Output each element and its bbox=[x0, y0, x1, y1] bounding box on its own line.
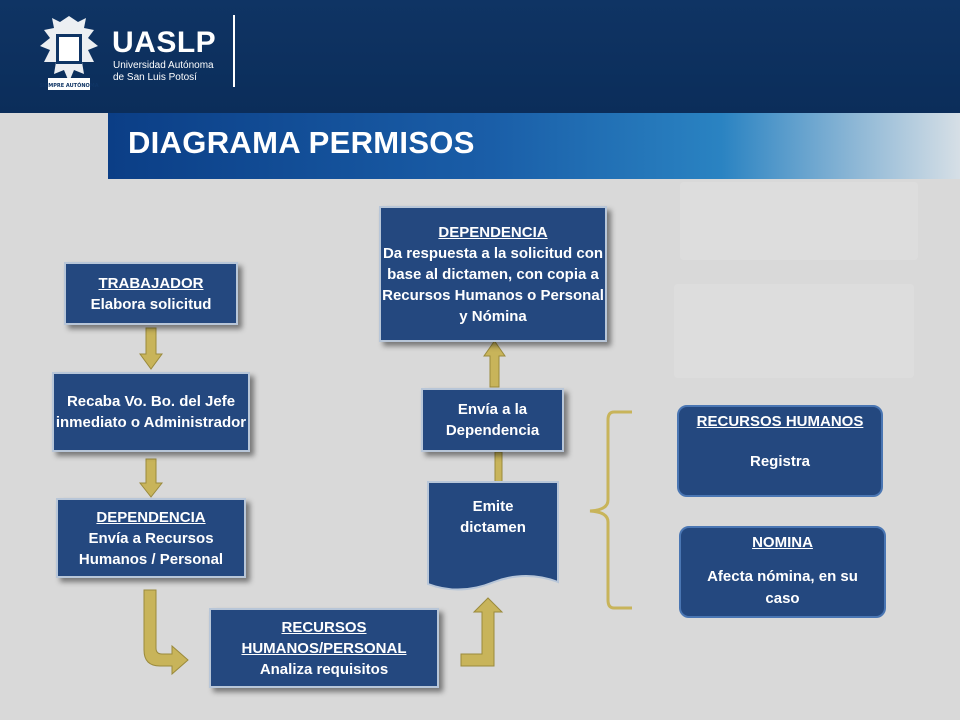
title-band: DIAGRAMA PERMISOS bbox=[108, 113, 960, 179]
node-heading: NOMINA bbox=[752, 534, 813, 551]
arrow-bent-right bbox=[460, 597, 504, 667]
decorative-panel bbox=[674, 284, 914, 378]
node-recursos-humanos-registra: RECURSOS HUMANOS Registra bbox=[677, 405, 883, 497]
node-text: Da respuesta a la solicitud con base al … bbox=[382, 244, 604, 325]
node-emite-dictamen: Emite dictamen bbox=[440, 496, 546, 538]
node-recursos-humanos-analiza: RECURSOS HUMANOS/PERSONAL Analiza requis… bbox=[209, 608, 439, 688]
node-text: Elabora solicitud bbox=[90, 295, 212, 313]
node-heading: RECURSOS HUMANOS bbox=[696, 413, 864, 430]
node-heading: DEPENDENCIA bbox=[96, 508, 206, 526]
logo-wordmark: UASLP bbox=[112, 26, 217, 59]
arrow-up-2 bbox=[483, 340, 506, 388]
node-heading: TRABAJADOR bbox=[98, 274, 204, 292]
arrow-up-1 bbox=[494, 451, 503, 485]
node-nomina: NOMINA Afecta nómina, en su caso bbox=[679, 526, 886, 618]
document-shape bbox=[427, 481, 559, 591]
decorative-panel bbox=[680, 182, 918, 260]
header-bar: SIEMPRE AUTÓNOMA UASLP Universidad Autón… bbox=[0, 0, 960, 113]
node-dependencia-envia: DEPENDENCIA Envía a Recursos Humanos / P… bbox=[56, 498, 246, 578]
logo-divider bbox=[233, 15, 235, 87]
node-heading: DEPENDENCIA bbox=[438, 223, 548, 241]
node-envia-dependencia: Envía a la Dependencia bbox=[421, 388, 564, 452]
node-text: Afecta nómina, en su caso bbox=[707, 568, 858, 607]
arrow-down-2 bbox=[138, 458, 164, 498]
node-text: Analiza requisitos bbox=[259, 660, 389, 678]
arrow-bent-left bbox=[143, 589, 189, 676]
node-trabajador: TRABAJADOR Elabora solicitud bbox=[64, 262, 238, 325]
node-text: Envía a la Dependencia bbox=[445, 401, 540, 439]
node-text: Emite dictamen bbox=[460, 498, 526, 536]
arrow-down-1 bbox=[139, 327, 163, 370]
page-title: DIAGRAMA PERMISOS bbox=[128, 125, 475, 160]
node-text: Envía a Recursos Humanos / Personal bbox=[78, 529, 224, 568]
brace-connector bbox=[589, 410, 632, 610]
node-heading: RECURSOS HUMANOS/PERSONAL bbox=[241, 618, 407, 657]
node-text: Recaba Vo. Bo. del Jefe inmediato o Admi… bbox=[55, 393, 247, 431]
node-text: Registra bbox=[749, 453, 811, 470]
emblem-ribbon-text: SIEMPRE AUTÓNOMA bbox=[39, 82, 98, 89]
node-dependencia-respuesta: DEPENDENCIA Da respuesta a la solicitud … bbox=[379, 206, 607, 342]
node-vobo: Recaba Vo. Bo. del Jefe inmediato o Admi… bbox=[52, 372, 250, 452]
university-emblem-icon: SIEMPRE AUTÓNOMA bbox=[39, 16, 99, 90]
logo-subtitle-line1: Universidad Autónoma bbox=[113, 60, 214, 71]
logo-subtitle-line2: de San Luis Potosí bbox=[113, 72, 197, 83]
